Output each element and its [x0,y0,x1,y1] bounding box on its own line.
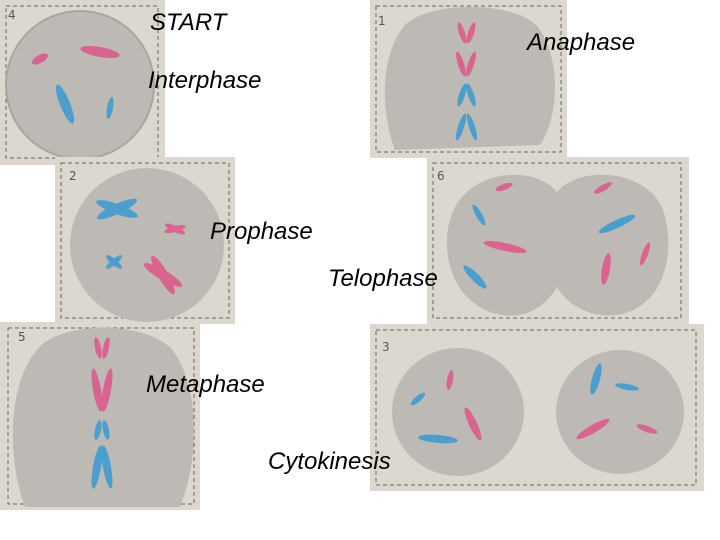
panel-metaphase: 5 [0,322,200,510]
label-anaphase: Anaphase [527,31,635,55]
panel-number: 1 [378,14,386,28]
label-cytokinesis: Cytokinesis [268,450,391,474]
panel-interphase: 4 [0,0,165,165]
panel-number: 4 [8,8,16,22]
interphase-cell-illustration [0,0,165,165]
anaphase-cell-illustration [370,0,567,158]
label-telophase: Telophase [328,267,438,291]
metaphase-cell-illustration [0,322,200,510]
panel-anaphase: 1 [370,0,567,158]
panel-number: 6 [437,169,445,183]
panel-prophase: 2 [55,157,235,324]
telophase-cell-illustration [427,157,689,324]
panel-number: 5 [18,330,26,344]
panel-cytokinesis: 3 [370,324,704,491]
panel-number: 2 [69,169,77,183]
label-interphase: Interphase [148,69,261,93]
panel-number: 3 [382,340,390,354]
prophase-cell-illustration [55,157,235,324]
label-prophase: Prophase [210,220,313,244]
cytokinesis-cell-illustration [370,324,704,491]
panel-telophase: 6 [427,157,689,324]
label-metaphase: Metaphase [146,373,265,397]
label-start: START [150,11,226,35]
